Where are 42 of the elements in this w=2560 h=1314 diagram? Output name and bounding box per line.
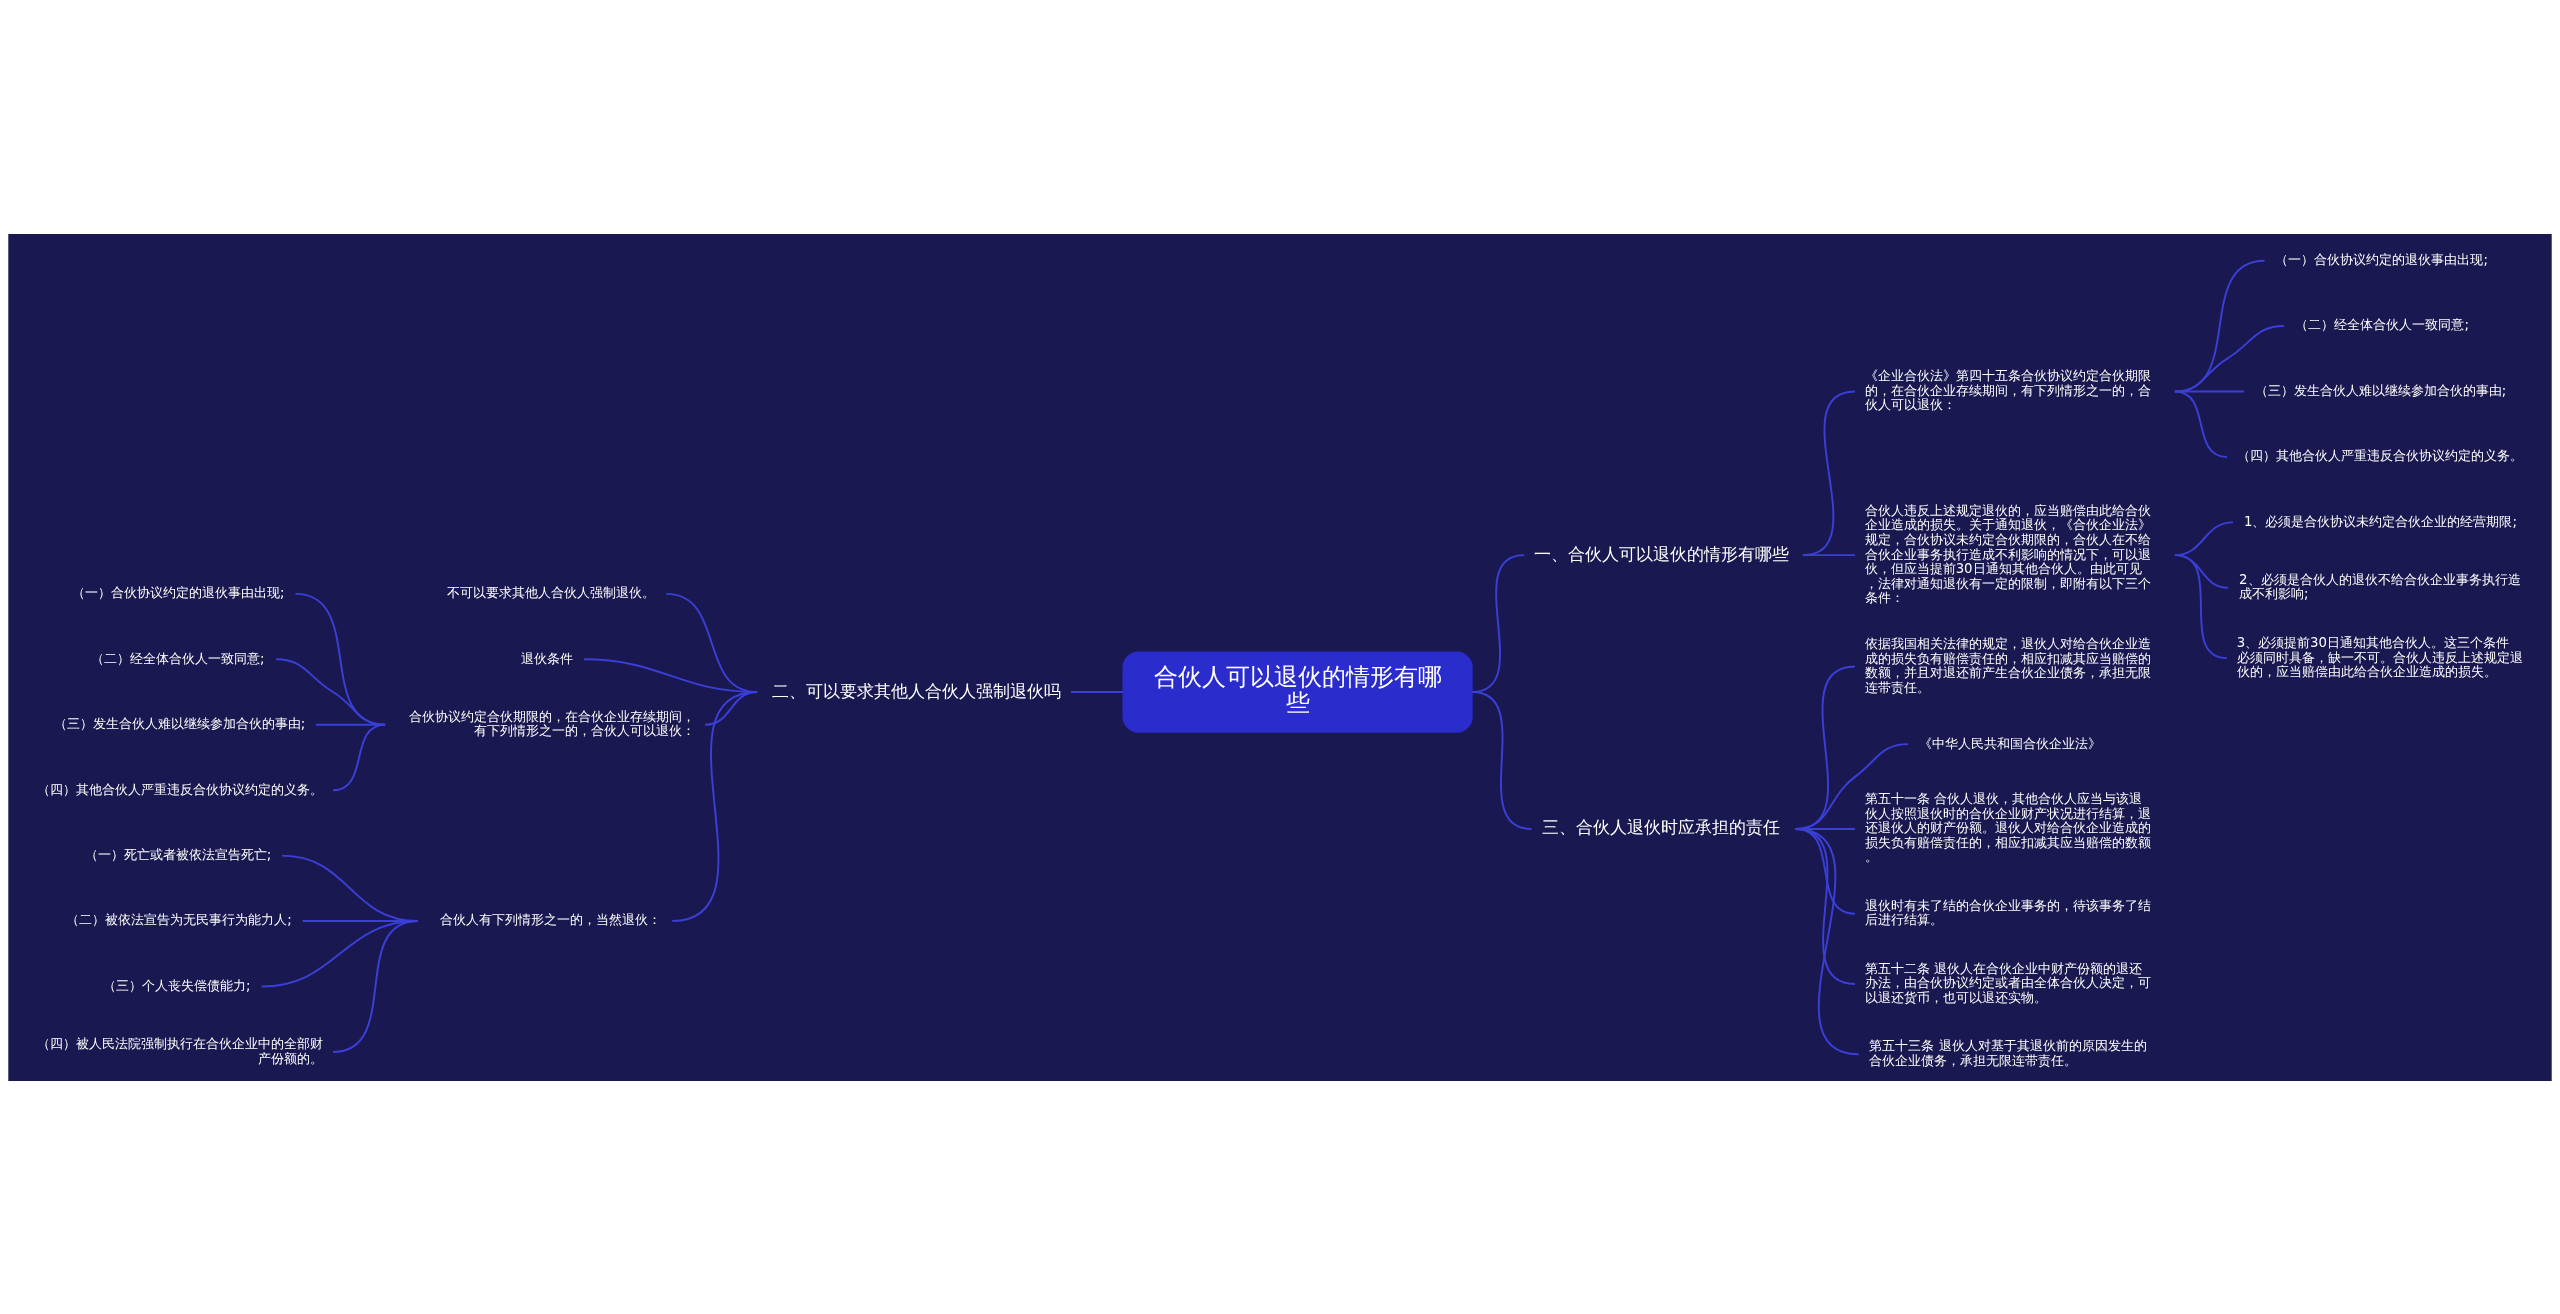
node-text: （三）发生合伙人难以继续参加合伙的事由; [53,715,306,731]
connector [1794,827,1860,1055]
node-text: （三）个人丧失偿债能力; [103,977,251,993]
connector [2173,324,2285,392]
connector [332,919,419,1053]
node-text: 一、合伙人可以退伙的情形有哪些 [1533,543,1789,564]
node-text: （一）合伙协议约定的退伙事由出现; [2275,251,2488,267]
node-text: 退伙条件 [520,650,573,666]
node-text: （二）经全体合伙人一致同意; [91,650,265,666]
node-text: 2、必须是合伙人的退伙不给合伙企业事务执行造成不利影响; [2239,571,2521,601]
connector [1070,690,1125,693]
node-text: （一）死亡或者被依法宣告死亡; [84,846,272,862]
connector [1801,553,1856,556]
node-text: 合伙人有下列情形之一的，当然退伙： [440,911,662,927]
node-text: （四）其他合伙人严重违反合伙协议约定的义务。 [2236,447,2523,463]
node-text: 1、必须是合伙协议未约定合伙企业的经营期限; [2243,513,2517,529]
node-text: 三、合伙人退伙时应承担的责任 [1542,816,1781,837]
node-text: 退伙时有未了结的合伙企业事务的，待该事务了结后进行结算。 [1864,897,2151,927]
node-text: 《企业合伙法》第四十五条合伙协议约定合伙期限的，在合伙企业存续期间，有下列情形之一的，合伙人可以退伙： [1864,367,2151,412]
node-text: 第五十三条 退伙人对基于其退伙前的原因发生的合伙企业债务，承担无限连带责任。 [1869,1037,2147,1068]
connector [332,723,387,791]
node-text: （一）合伙协议约定的退伙事由出现; [72,584,285,600]
connector [1801,390,1856,556]
node-text: （二）经全体合伙人一致同意; [2295,316,2469,332]
node-text: 《中华人民共和国合伙企业法》 [1919,735,2102,751]
node-text: （四）被人民法院强制执行在合伙企业中的全部财产份额的。 [37,1035,324,1066]
node-box: 合伙人可以退伙的情形有哪些 [1122,650,1473,733]
node-text: （四）其他合伙人严重违反合伙协议约定的义务。 [37,781,324,797]
node-text: 依据我国相关法律的规定，退伙人对给合伙企业造成的损失负有赔偿责任的，相应扣减其应当赔偿的数额，并且对退还前产生合伙企业债务，承担无限连带责任。 [1864,635,2151,695]
node-text: （三）发生合伙人难以继续参加合伙的事由; [2254,382,2507,398]
node-text: 第五十二条 退伙人在合伙企业中财产份额的退还办法，由合伙协议约定或者由全体合伙人决定，可以退还货币，也可以退还实物。 [1864,960,2151,1005]
node-text: 第五十一条 合伙人退伙，其他合伙人应当与该退伙人按照退伙时的合伙企业财产状况进行结算，退还退伙人的财产份额。退伙人对给合伙企业造成的损失负有赔偿责任的，相应扣减其应当赔偿的数额。 [1864,790,2151,864]
node-text: 合伙协议约定合伙期限的，在合伙企业存续期间，有下列情形之一的，合伙人可以退伙： [409,708,696,738]
node-text: （二）被依法宣告为无民事行为能力人; [66,911,292,927]
connector [1471,690,1533,830]
connector [671,690,759,922]
node-text: 3、必须提前30日通知其他合伙人。这三个条件必须同时具备，缺一不可。合伙人违反上述规定退伙的，应当赔偿由此给合伙企业造成的损失。 [2236,634,2523,679]
node-text: 不可以要求其他人合伙人强制退伙。 [446,584,655,600]
connector [2173,553,2228,659]
node-text: 二、可以要求其他人合伙人强制退伙吗 [772,680,1062,701]
node-text: 合伙人违反上述规定退伙的，应当赔偿由此给合伙企业造成的损失。关于通知退伙，《合伙企业法》规定，合伙协议未约定合伙期限的，合伙人在不给合伙企业事务执行造成不利影响的情况下，可以退伙，但应当提前30日通知其他合伙人。由此可见，法律对通知退伙有一定的限制，即附有以下三个条件： [1864,502,2151,605]
connector [2173,390,2228,458]
